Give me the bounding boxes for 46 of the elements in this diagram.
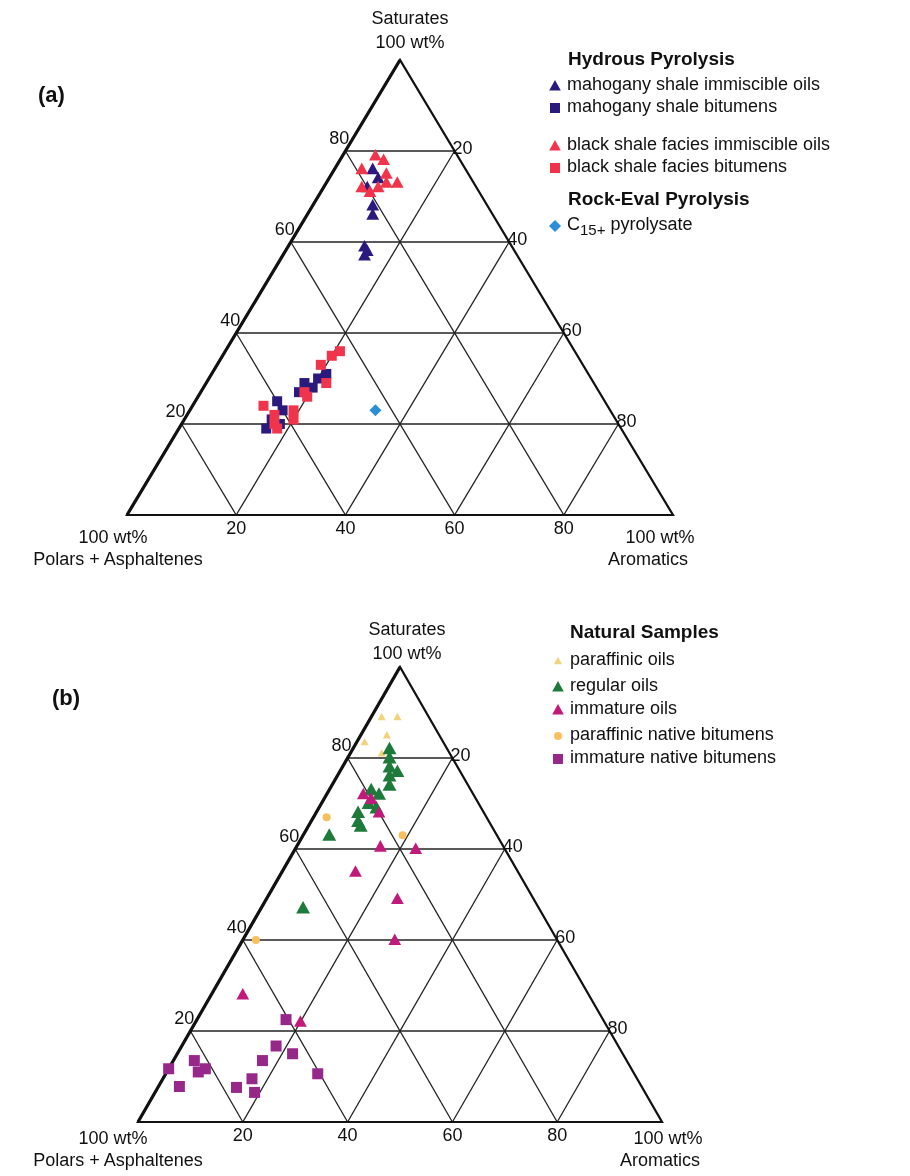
tick-label: 20 [165, 400, 186, 423]
legend-label: black shale facies immiscible oils [567, 135, 831, 155]
tick-label: 40 [226, 916, 247, 939]
axis-title: 100 wt% [78, 527, 148, 549]
tick-label: 60 [444, 518, 465, 540]
axis-title: Saturates [371, 8, 449, 30]
tick-label: 60 [442, 1125, 463, 1147]
legend-label: regular oils [570, 676, 659, 696]
axis-title: 100 wt% [375, 32, 445, 54]
tick-label: 80 [329, 127, 350, 150]
legend-label: paraffinic oils [570, 650, 675, 670]
legend-label: mahogany shale bitumens [567, 97, 778, 117]
tick-label: 20 [232, 1125, 253, 1147]
axis-title: Aromatics [608, 549, 688, 571]
tick-label: 80 [547, 1125, 568, 1147]
tick-label: 60 [279, 825, 300, 848]
legend-label: C$_{15+}$ pyrolysate [567, 215, 693, 239]
legend-heading: Natural Samples [570, 621, 719, 644]
axis-title: 100 wt% [372, 643, 442, 665]
panel-label: (a) [38, 82, 65, 109]
tick-label: 20 [450, 745, 471, 767]
tick-label: 40 [220, 309, 241, 332]
legend-label: mahogany shale immiscible oils [567, 75, 821, 95]
tick-label: 60 [274, 218, 295, 241]
legend-heading: Hydrous Pyrolysis [568, 48, 735, 71]
axis-title: 100 wt% [633, 1128, 703, 1150]
axis-title: 100 wt% [78, 1128, 148, 1150]
tick-label: 40 [507, 229, 528, 251]
legend-label: immature oils [570, 699, 678, 719]
axis-title: Polars + Asphaltenes [33, 549, 203, 571]
tick-label: 40 [502, 836, 523, 858]
panel-label: (b) [52, 685, 81, 712]
tick-label: 40 [337, 1125, 358, 1147]
legend-heading: Rock-Eval Pyrolysis [568, 188, 750, 211]
legend-label: paraffinic native bitumens [570, 725, 774, 745]
tick-label: 20 [174, 1007, 195, 1030]
axis-title: Aromatics [620, 1150, 700, 1172]
axis-title: 100 wt% [625, 527, 695, 549]
tick-label: 40 [335, 518, 356, 540]
axis-title: Saturates [368, 619, 446, 641]
axis-title: Polars + Asphaltenes [33, 1150, 203, 1172]
tick-label: 80 [553, 518, 574, 540]
legend-label: black shale facies bitumens [567, 157, 788, 177]
tick-label: 20 [226, 518, 247, 540]
tick-label: 80 [331, 734, 352, 757]
legend-label: immature native bitumens [570, 748, 777, 768]
